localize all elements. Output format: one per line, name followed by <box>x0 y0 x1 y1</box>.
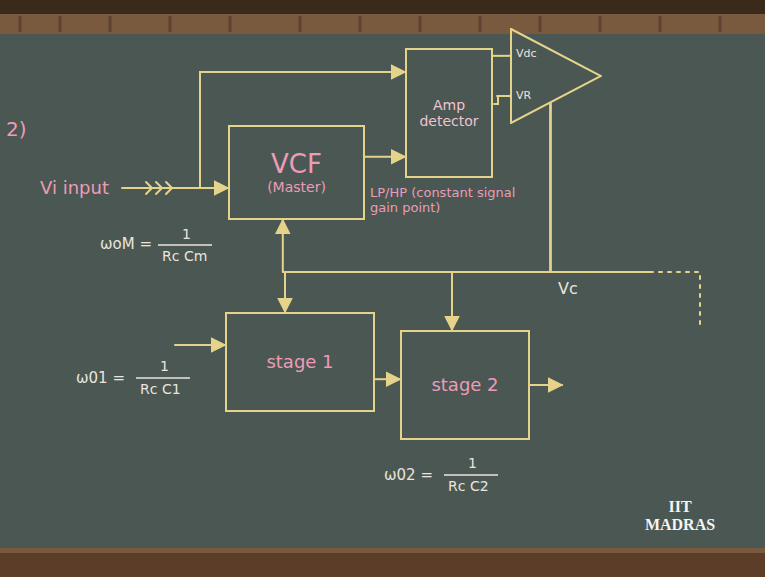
connector <box>493 55 510 57</box>
input-chevrons <box>146 182 172 194</box>
comparator-triangle: VdcVR <box>510 28 602 124</box>
stage-box: stage 1 <box>225 312 375 412</box>
signal-name: Vc <box>558 280 578 298</box>
fraction-bar <box>136 377 190 379</box>
section-number: 2) <box>6 118 27 141</box>
equation-lhs: ω01 = <box>76 370 125 387</box>
frame-ledge <box>0 14 765 34</box>
frame-bottom <box>0 548 765 577</box>
node-text: VCF <box>271 150 322 180</box>
frame-grain <box>20 16 720 32</box>
fraction-bar <box>444 474 498 476</box>
output-note: LP/HP (constant signal gain point) <box>370 186 540 216</box>
fraction-denominator: Rc C2 <box>448 478 489 494</box>
frame-top <box>0 0 765 14</box>
node-text: stage 1 <box>266 352 333 373</box>
node-text: (Master) <box>267 179 326 195</box>
triangle-outline <box>510 28 602 124</box>
fraction-numerator: 1 <box>468 455 477 471</box>
fraction-denominator: Rc Cm <box>162 248 207 264</box>
fraction-numerator: 1 <box>182 226 191 242</box>
stage1-input-wire <box>175 344 225 346</box>
fraction-denominator: Rc C1 <box>140 381 181 397</box>
input-label: VR <box>516 90 531 103</box>
node-text: stage 2 <box>431 375 498 396</box>
fraction-bars <box>136 245 498 475</box>
node-text: Amp detector <box>413 97 485 129</box>
bus-dotted <box>650 272 700 330</box>
connector <box>452 103 550 330</box>
input-wire <box>122 187 228 189</box>
bus-extension <box>550 271 650 273</box>
stage-box: stage 2 <box>400 330 530 440</box>
vcf-block: VCF(Master) <box>228 125 365 220</box>
chalk-wires <box>122 72 700 385</box>
connector <box>285 103 550 312</box>
comparator-outline <box>511 29 601 123</box>
stage2-output-wire <box>530 384 562 386</box>
equation-lhs: ωoM = <box>100 236 152 253</box>
input-tap-wire <box>200 72 405 188</box>
watermark: IIT MADRAS <box>640 498 720 535</box>
fraction-bar <box>158 244 212 246</box>
step-symbol <box>494 96 502 104</box>
equation-lhs: ω02 = <box>384 467 433 484</box>
connector <box>365 156 405 158</box>
input-label: Vdc <box>516 48 537 61</box>
connector <box>375 378 400 380</box>
frame-bottom-edge <box>0 548 765 553</box>
signal-name: Vi input <box>40 178 109 199</box>
fraction-numerator: 1 <box>160 358 169 374</box>
amp-detector-box: Amp detector <box>405 48 493 178</box>
